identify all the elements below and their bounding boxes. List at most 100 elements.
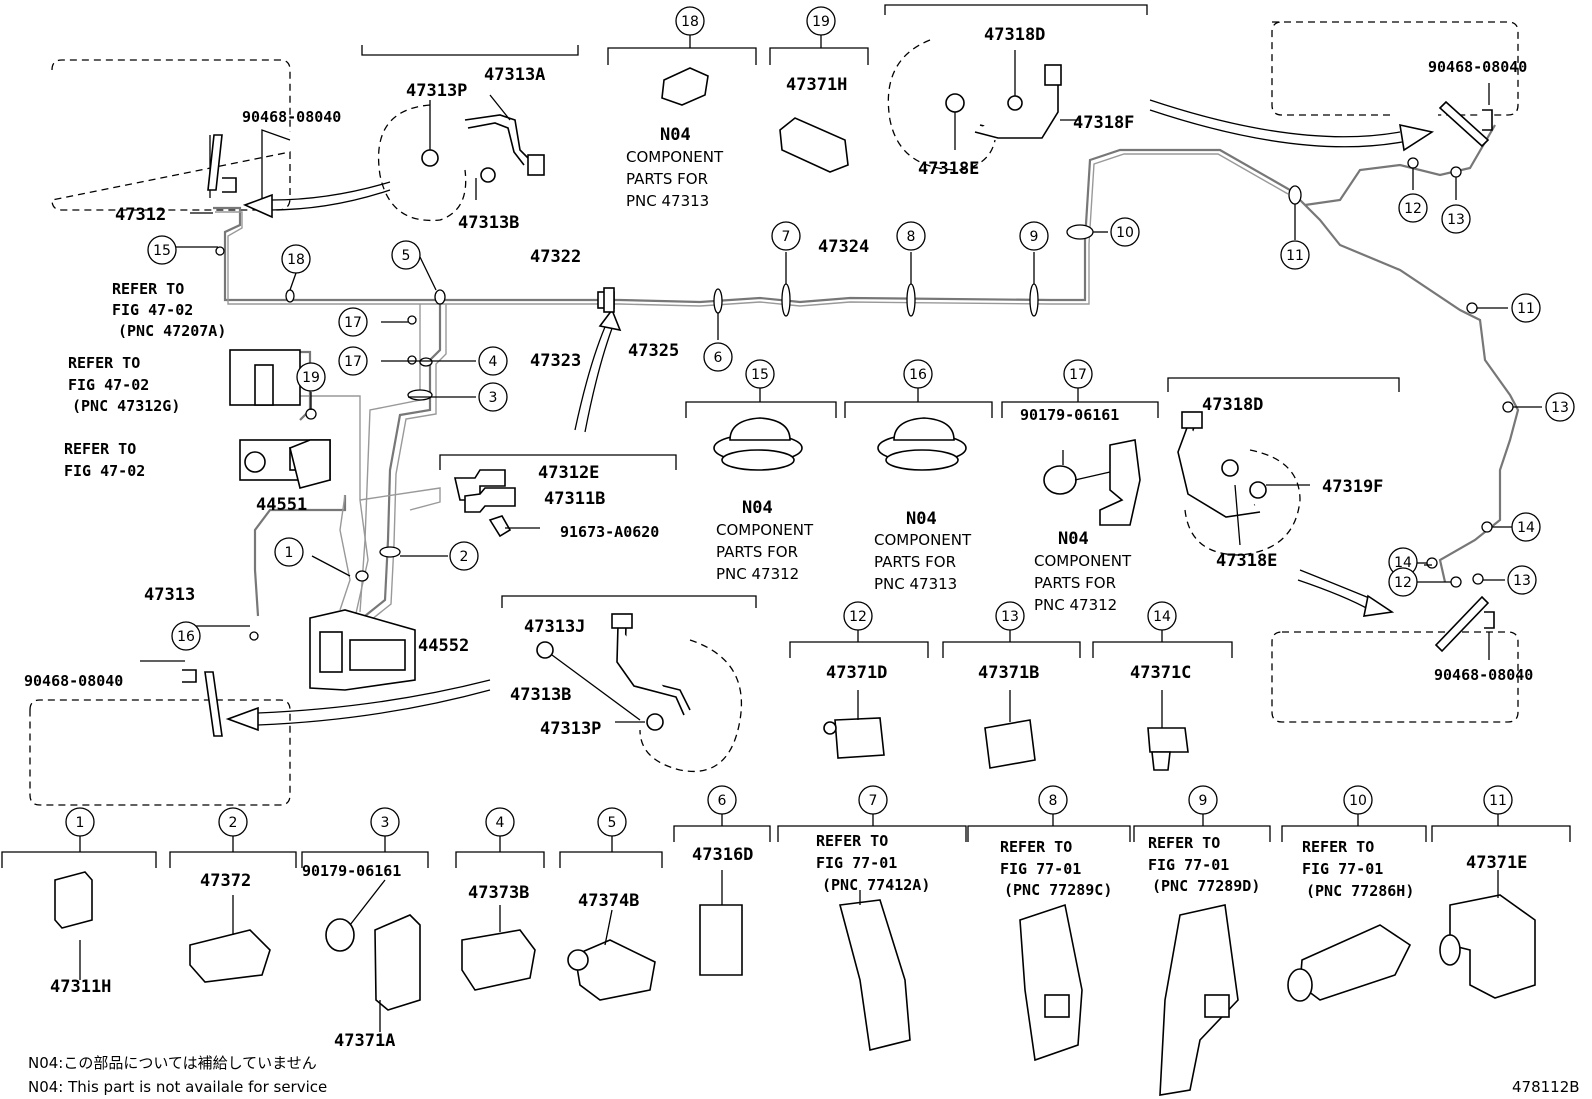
label-47325: 47325 xyxy=(628,341,679,361)
svg-text:12: 12 xyxy=(1404,201,1422,217)
outline-box-bottom-right xyxy=(1271,631,1519,723)
label-47322: 47322 xyxy=(530,247,581,267)
callout-13-b: 13 xyxy=(1545,392,1575,422)
label-47313B-bot: 47313B xyxy=(510,685,571,705)
union-47322 xyxy=(597,287,615,313)
svg-text:8: 8 xyxy=(907,229,916,245)
label-91673: 91673-A0620 xyxy=(560,523,659,541)
callout-group-12: 12 xyxy=(789,601,929,759)
label-refer10-2: FIG 77-01 xyxy=(1302,860,1383,878)
callout-5-a: 5 xyxy=(391,240,421,270)
svg-text:6: 6 xyxy=(718,793,727,809)
tube-clip-markers xyxy=(215,157,1514,641)
svg-text:14: 14 xyxy=(1517,520,1535,536)
callout-group-9: 9 xyxy=(1133,785,1271,1096)
actuator-assembly xyxy=(229,349,331,489)
callout-14-a: 14 xyxy=(1511,512,1541,542)
callout-13-c: 13 xyxy=(1507,565,1537,595)
svg-text:12: 12 xyxy=(849,609,867,625)
label-refer7-2: FIG 77-01 xyxy=(816,854,897,872)
label-refer1-1: REFER TO xyxy=(112,280,184,298)
label-47373B: 47373B xyxy=(468,883,529,903)
svg-text:13: 13 xyxy=(1551,400,1569,416)
svg-text:1: 1 xyxy=(76,815,85,831)
lower-junction-block xyxy=(309,609,416,691)
svg-text:18: 18 xyxy=(287,252,305,268)
callout-group-13: 13 xyxy=(942,601,1081,769)
svg-text:19: 19 xyxy=(812,14,830,30)
label-47323: 47323 xyxy=(530,351,581,371)
callout-16-a: 16 xyxy=(171,621,201,651)
label-refer8-1: REFER TO xyxy=(1000,838,1072,856)
callout-19-a: 19 xyxy=(296,362,326,392)
callout-13-a: 13 xyxy=(1441,204,1471,234)
label-47371D: 47371D xyxy=(826,663,887,683)
callout-group-15: 15 xyxy=(685,359,837,471)
svg-text:14: 14 xyxy=(1153,609,1171,625)
callout-17-b: 17 xyxy=(338,346,368,376)
label-cp15-2: PARTS FOR xyxy=(716,543,798,561)
label-n04-18: N04 xyxy=(660,125,691,145)
svg-text:11: 11 xyxy=(1517,301,1535,317)
label-47371A: 47371A xyxy=(334,1031,395,1051)
label-cp16-2: PARTS FOR xyxy=(874,553,956,571)
label-47372: 47372 xyxy=(200,871,251,891)
bracket-47312E-group xyxy=(439,454,677,538)
svg-text:13: 13 xyxy=(1447,212,1465,228)
callout-7-a: 7 xyxy=(771,221,801,251)
label-refer2-2: FIG 47-02 xyxy=(68,376,149,394)
svg-text:5: 5 xyxy=(608,815,617,831)
label-refer10-1: REFER TO xyxy=(1302,838,1374,856)
brake-tube-routing xyxy=(213,124,1520,641)
label-cp16-3: PNC 47313 xyxy=(874,575,957,593)
label-90468-bl: 90468-08040 xyxy=(24,672,123,690)
diagram-callouts: 18 19 15 18 5 17 17 4 3 19 1 2 16 6 7 8 … xyxy=(147,6,1575,651)
label-refer3-1: REFER TO xyxy=(64,440,136,458)
svg-text:13: 13 xyxy=(1513,573,1531,589)
label-90468-br: 90468-08040 xyxy=(1434,666,1533,684)
callout-4-a: 4 xyxy=(478,346,508,376)
svg-text:15: 15 xyxy=(153,243,171,259)
svg-text:8: 8 xyxy=(1049,793,1058,809)
svg-text:15: 15 xyxy=(751,367,769,383)
label-refer9-2: FIG 77-01 xyxy=(1148,856,1229,874)
label-90468-tl: 90468-08040 xyxy=(242,108,341,126)
callout-group-2: 2 xyxy=(169,807,297,983)
label-47312: 47312 xyxy=(115,205,166,225)
svg-text:4: 4 xyxy=(489,354,498,370)
callout-11-b: 11 xyxy=(1511,293,1541,323)
end-fitting-tl xyxy=(207,134,237,193)
svg-text:9: 9 xyxy=(1030,229,1039,245)
svg-text:1: 1 xyxy=(285,545,294,561)
svg-text:10: 10 xyxy=(1116,225,1134,241)
callout-group-3: 3 xyxy=(301,807,429,1032)
svg-text:7: 7 xyxy=(782,229,791,245)
callout-group-5: 5 xyxy=(559,807,663,1001)
outline-box-bottom-left xyxy=(29,699,291,806)
label-cp15-1: COMPONENT xyxy=(716,521,814,539)
svg-text:2: 2 xyxy=(460,549,469,565)
callout-19-top: 19 xyxy=(806,6,836,36)
callout-8-a: 8 xyxy=(896,221,926,251)
end-fitting-tr xyxy=(1438,100,1493,148)
label-47371C: 47371C xyxy=(1130,663,1191,683)
callout-1-a: 1 xyxy=(274,537,304,567)
label-refer1-3: (PNC 47207A) xyxy=(118,322,226,340)
svg-text:6: 6 xyxy=(714,350,723,366)
callout-group-10: 10 xyxy=(1281,785,1427,1002)
svg-text:18: 18 xyxy=(681,14,699,30)
callout-11-a: 11 xyxy=(1280,240,1310,270)
label-cp17-2: PARTS FOR xyxy=(1034,574,1116,592)
label-47324: 47324 xyxy=(818,237,869,257)
callout-group-14: 14 xyxy=(1092,601,1233,771)
label-47313P-bot: 47313P xyxy=(540,719,601,739)
callout-17-a: 17 xyxy=(338,307,368,337)
callout-group-17: 17 xyxy=(1001,359,1159,526)
label-47371E: 47371E xyxy=(1466,853,1527,873)
label-cp17-1: COMPONENT xyxy=(1034,552,1132,570)
callout-group-7: 7 xyxy=(777,785,967,1051)
label-cp18-2: PARTS FOR xyxy=(626,170,708,188)
outline-box-top-right xyxy=(1271,21,1519,116)
label-refer10-3: (PNC 77286H) xyxy=(1306,882,1414,900)
